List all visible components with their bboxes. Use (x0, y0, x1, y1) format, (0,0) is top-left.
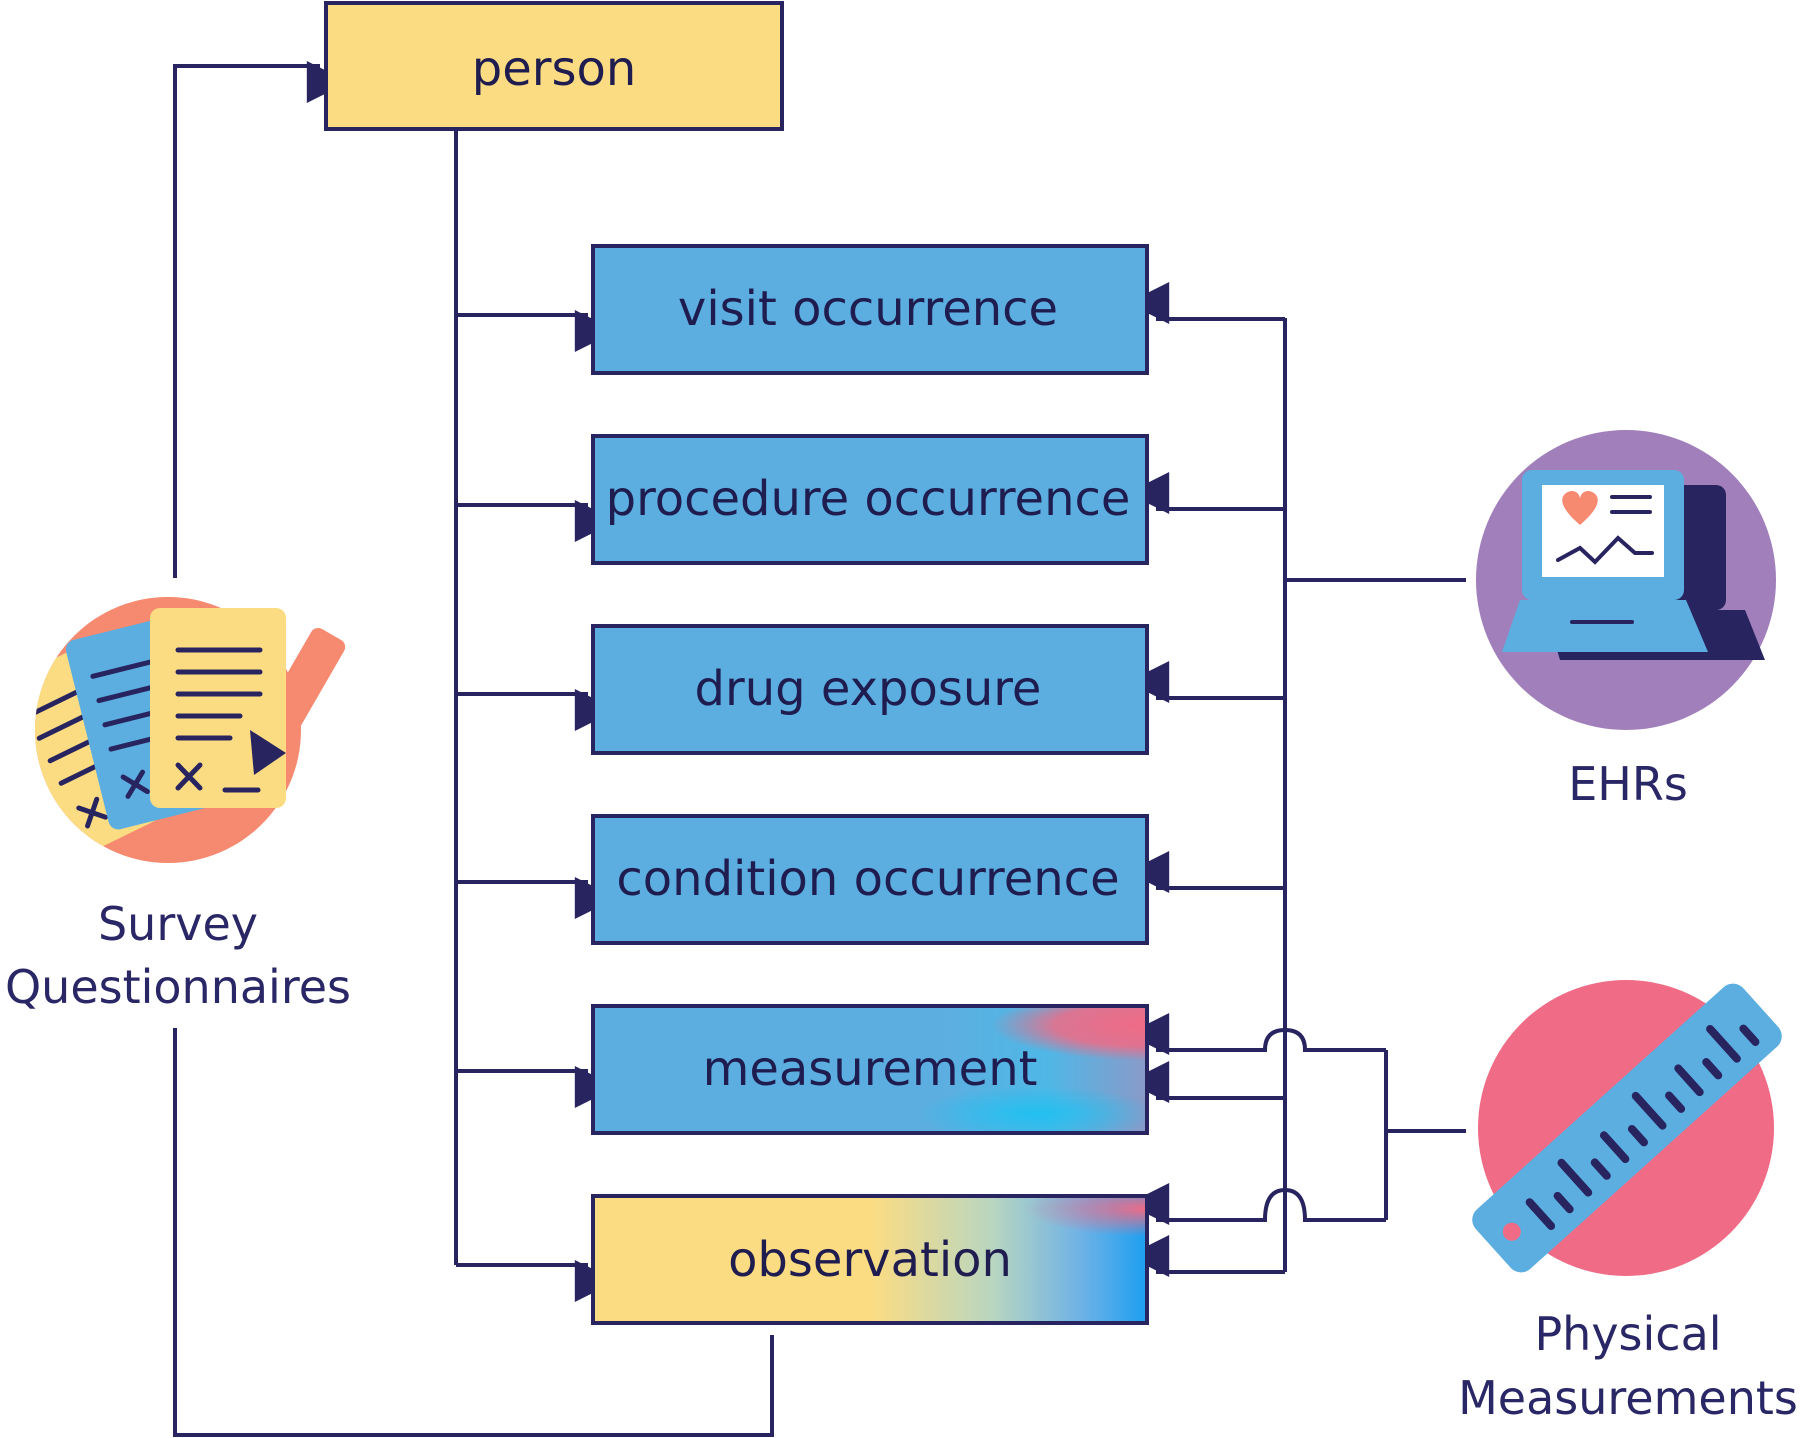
survey-papers-icon (35, 597, 346, 863)
ruler-icon (1472, 980, 1782, 1276)
observation-label: observation (728, 1232, 1012, 1288)
survey-label-line1: Survey (98, 897, 258, 951)
observation-node: observation (591, 1194, 1149, 1325)
survey-label-line2: Questionnaires (5, 960, 351, 1014)
drug-exposure-label: drug exposure (695, 661, 1042, 717)
physical-label-line1: Physical (1534, 1307, 1721, 1361)
physical-label-line2: Measurements (1458, 1371, 1798, 1425)
drug-exposure-node: drug exposure (591, 624, 1149, 755)
survey-to-person-line (173, 61, 349, 578)
person-label: person (472, 41, 637, 97)
measurement-label: measurement (703, 1041, 1038, 1097)
laptop-heart-icon (1476, 430, 1776, 730)
visit-occurrence-label: visit occurrence (678, 281, 1058, 337)
visit-occurrence-node: visit occurrence (591, 244, 1149, 375)
measurement-node: measurement (591, 1004, 1149, 1135)
condition-occurrence-node: condition occurrence (591, 814, 1149, 945)
ehr-label: EHRs (1568, 757, 1688, 811)
procedure-occurrence-node: procedure occurrence (591, 434, 1149, 565)
condition-occurrence-label: condition occurrence (616, 851, 1119, 907)
person-node: person (324, 1, 784, 131)
physical-to-measurement (1127, 1013, 1386, 1055)
connectors (173, 61, 1466, 1437)
procedure-occurrence-label: procedure occurrence (606, 471, 1131, 527)
physical-to-observation (1127, 1183, 1386, 1225)
observation-to-survey-line (173, 1028, 774, 1437)
